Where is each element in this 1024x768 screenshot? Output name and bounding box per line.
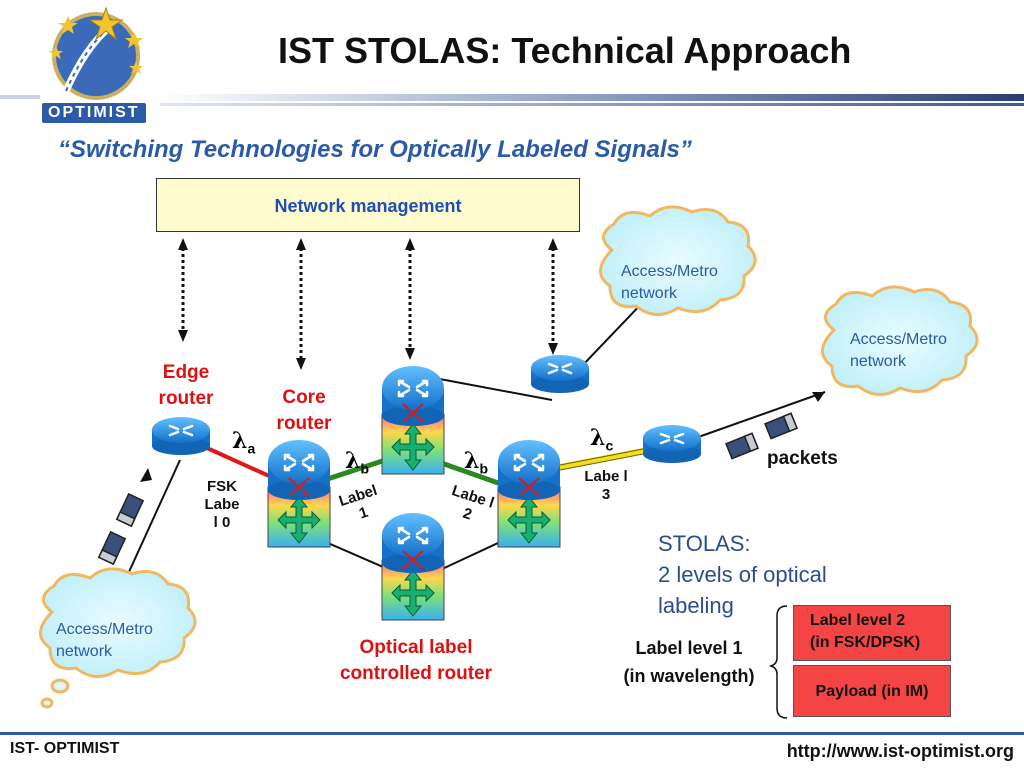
router-arrows [168,362,685,545]
logo-text: OPTIMIST [42,103,146,123]
label-3: Labe l 3 [584,468,628,503]
cross-marks [288,403,540,570]
lambda-b-left: λb [345,448,369,477]
star-logo-icon [49,6,143,100]
stolas-description: STOLAS: 2 levels of optical labeling [658,528,827,621]
stolas-heading: STOLAS: [658,531,751,556]
cloud-label-top: Access/Metro network [621,263,718,302]
lambda-c: λc [590,425,614,454]
lambda-b-right: λb [464,448,488,477]
page-title: IST STOLAS: Technical Approach [278,30,852,71]
footer-left: IST- OPTIMIST [10,740,120,757]
label-level-2-text: Label level 2 [810,612,906,629]
label-level-2-sub: (in FSK/DPSK) [810,634,921,651]
core-router-label: Core router [276,387,332,434]
label-level-1: Label level 1 (in wavelength) [604,634,774,690]
router-icon [152,355,701,573]
link-lambda-c [554,447,649,471]
label-level-1-text: Label level 1 [635,638,743,658]
lambda-a: λa [232,428,256,457]
fsk-label-0: FSK Labe l 0 [204,478,240,531]
payload-box: Payload (in IM) [793,665,951,717]
packets-label: packets [767,448,838,469]
stolas-line2: 2 levels of optical [658,562,827,587]
packet-icon [97,412,798,566]
label-level-1-sub: (in wavelength) [623,666,755,686]
management-arrowheads [178,238,558,370]
edge-router-label: Edge router [158,362,214,409]
management-arrows [181,248,555,358]
switch-arrows [277,423,551,617]
cloud-icon [39,205,979,709]
brace [768,605,788,719]
optical-router-label: Optical label controlled router [339,637,492,684]
page-subtitle: “Switching Technologies for Optically La… [58,136,692,163]
label-level-2-box: Label level 2 (in FSK/DPSK) [793,605,951,661]
link-lambda-a [206,446,279,482]
cloud-label-right: Access/Metro network [850,331,947,370]
network-management-box: Network management [156,178,580,232]
stolas-line3: labeling [658,593,734,618]
footer-url[interactable]: http://www.ist-optimist.org [786,741,1014,761]
cloud-label-bottom: Access/Metro network [56,621,153,660]
